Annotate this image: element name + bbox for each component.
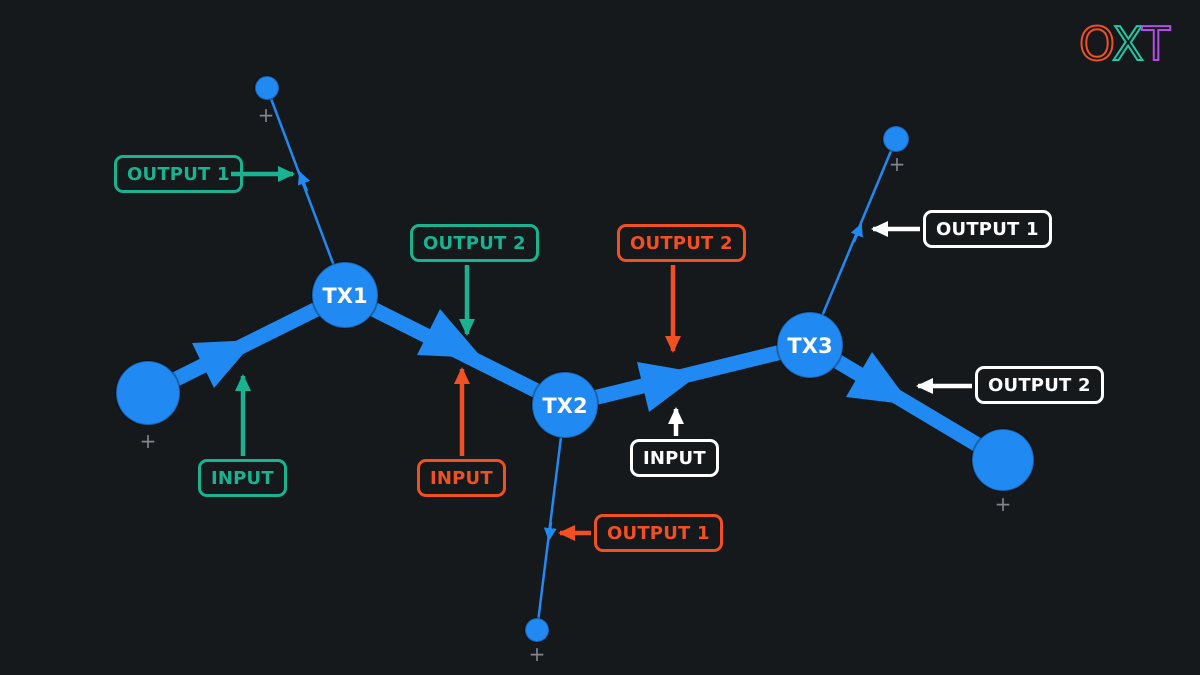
expand-plus-output-tx2[interactable]: +: [529, 642, 546, 666]
expand-plus-wallet-right[interactable]: +: [995, 492, 1012, 516]
output-line-tx2: [535, 404, 567, 631]
node-tx3[interactable]: [776, 311, 844, 379]
label-tx2-input: INPUT: [417, 459, 506, 497]
label-tx1-output1: OUTPUT 1: [114, 155, 243, 193]
label-tx1-input: INPUT: [198, 459, 287, 497]
node-tx2[interactable]: [531, 371, 599, 439]
label-tx2-output1: OUTPUT 1: [594, 514, 723, 552]
label-tx3-input: INPUT: [630, 439, 719, 477]
output-line-arrowhead-tx1: [297, 171, 311, 192]
output-node-tx3[interactable]: [882, 125, 910, 153]
oxt-logo: O X T: [1078, 16, 1172, 72]
oxt-logo-letter-o: O: [1079, 17, 1115, 71]
flow-arrowhead-tx1-tx2: [417, 309, 482, 358]
expand-plus-output-tx3[interactable]: +: [889, 152, 906, 176]
oxt-logo-letter-t: T: [1141, 17, 1171, 71]
flow-arrowhead-tx2-tx3: [637, 362, 701, 412]
output-line-tx1: [265, 87, 347, 296]
label-tx2-output2: OUTPUT 2: [617, 224, 746, 262]
label-tx1-output2: OUTPUT 2: [410, 224, 539, 262]
output-node-tx2[interactable]: [524, 617, 550, 643]
output-line-arrowhead-tx2: [543, 521, 557, 541]
wallet-node-right[interactable]: [971, 428, 1035, 492]
output-line-arrowhead-tx3: [850, 223, 863, 243]
node-tx1[interactable]: [311, 261, 379, 329]
label-tx3-output2: OUTPUT 2: [975, 366, 1104, 404]
wallet-node-left[interactable]: [115, 360, 181, 426]
expand-plus-output-tx1[interactable]: +: [258, 103, 275, 127]
expand-plus-wallet-left[interactable]: +: [140, 429, 157, 453]
oxt-logo-letter-x: X: [1112, 17, 1144, 71]
label-tx3-output1: OUTPUT 1: [923, 210, 1052, 248]
flow-arrowhead-tx3-wallet: [846, 352, 911, 405]
flow-arrowhead-wallet-tx1: [192, 340, 255, 388]
output-node-tx1[interactable]: [254, 75, 280, 101]
output-line-tx3: [808, 138, 898, 346]
